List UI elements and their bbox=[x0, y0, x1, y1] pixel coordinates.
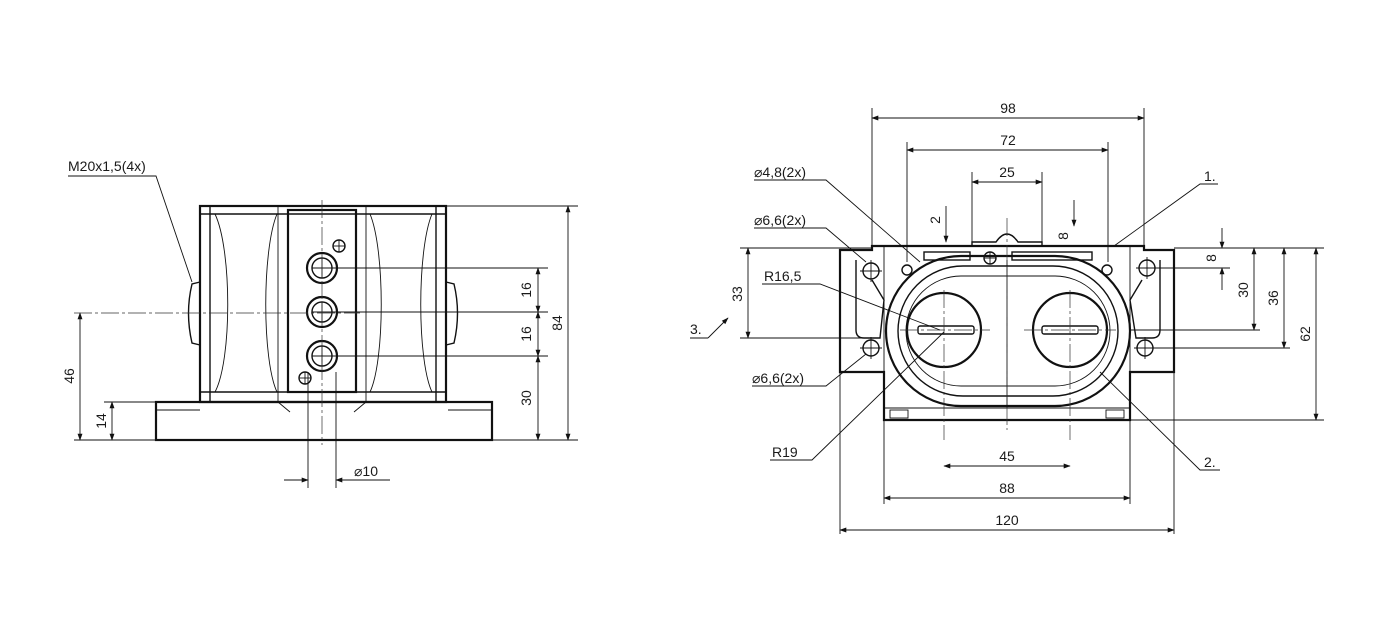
base-plate bbox=[154, 400, 494, 442]
callout-2: 2. bbox=[1204, 454, 1216, 470]
dim-88: 88 bbox=[999, 480, 1015, 496]
dim-84: 84 bbox=[549, 315, 565, 331]
cable-gland-right bbox=[445, 281, 459, 346]
dim-2: 2 bbox=[927, 216, 943, 224]
cover-screw-top bbox=[983, 251, 997, 265]
mount-hole-tl bbox=[860, 260, 882, 282]
dim-46: 46 bbox=[61, 368, 77, 384]
dim-72: 72 bbox=[1000, 132, 1016, 148]
cover-inner bbox=[897, 265, 1119, 397]
cover-screw-right bbox=[1101, 264, 1113, 276]
dim-dia10: ⌀10 bbox=[354, 463, 378, 479]
mount-hole-br bbox=[1134, 337, 1156, 359]
housing-body bbox=[198, 204, 448, 404]
dim-30: 30 bbox=[518, 390, 534, 406]
label-dia66-bottom: ⌀6,6(2x) bbox=[752, 370, 804, 386]
cover-outer bbox=[884, 254, 1132, 408]
callout-1: 1. bbox=[1204, 168, 1216, 184]
label-r165: R16,5 bbox=[764, 268, 802, 284]
front-view: 98 72 25 2 8 8 30 36 62 33 45 88 120 ⌀4,… bbox=[690, 100, 1324, 534]
dim-8-right: 8 bbox=[1203, 254, 1219, 262]
dim-98: 98 bbox=[1000, 100, 1016, 116]
label-dia66-top: ⌀6,6(2x) bbox=[754, 212, 806, 228]
mount-hole-tr bbox=[1136, 257, 1158, 279]
dim-36: 36 bbox=[1265, 290, 1281, 306]
label-r19: R19 bbox=[772, 444, 798, 460]
thread-label: M20x1,5(4x) bbox=[68, 158, 146, 174]
mount-hole-bl bbox=[860, 337, 882, 359]
dim-25: 25 bbox=[999, 164, 1015, 180]
callout-3: 3. bbox=[690, 321, 702, 337]
label-dia48: ⌀4,8(2x) bbox=[754, 164, 806, 180]
dim-8-top: 8 bbox=[1055, 232, 1071, 240]
dim-16-upper: 16 bbox=[518, 282, 534, 298]
dim-62: 62 bbox=[1297, 326, 1313, 342]
dim-30: 30 bbox=[1235, 282, 1251, 298]
dim-14: 14 bbox=[93, 413, 109, 429]
side-view: M20x1,5(4x) 16 16 84 30 46 14 ⌀10 bbox=[61, 158, 578, 488]
cable-gland-left bbox=[187, 281, 201, 346]
clip-right bbox=[1129, 260, 1161, 339]
cover-screw-left bbox=[901, 264, 913, 276]
dim-16-lower: 16 bbox=[518, 326, 534, 342]
dim-33: 33 bbox=[729, 286, 745, 302]
dim-45: 45 bbox=[999, 448, 1015, 464]
dim-120: 120 bbox=[995, 512, 1019, 528]
